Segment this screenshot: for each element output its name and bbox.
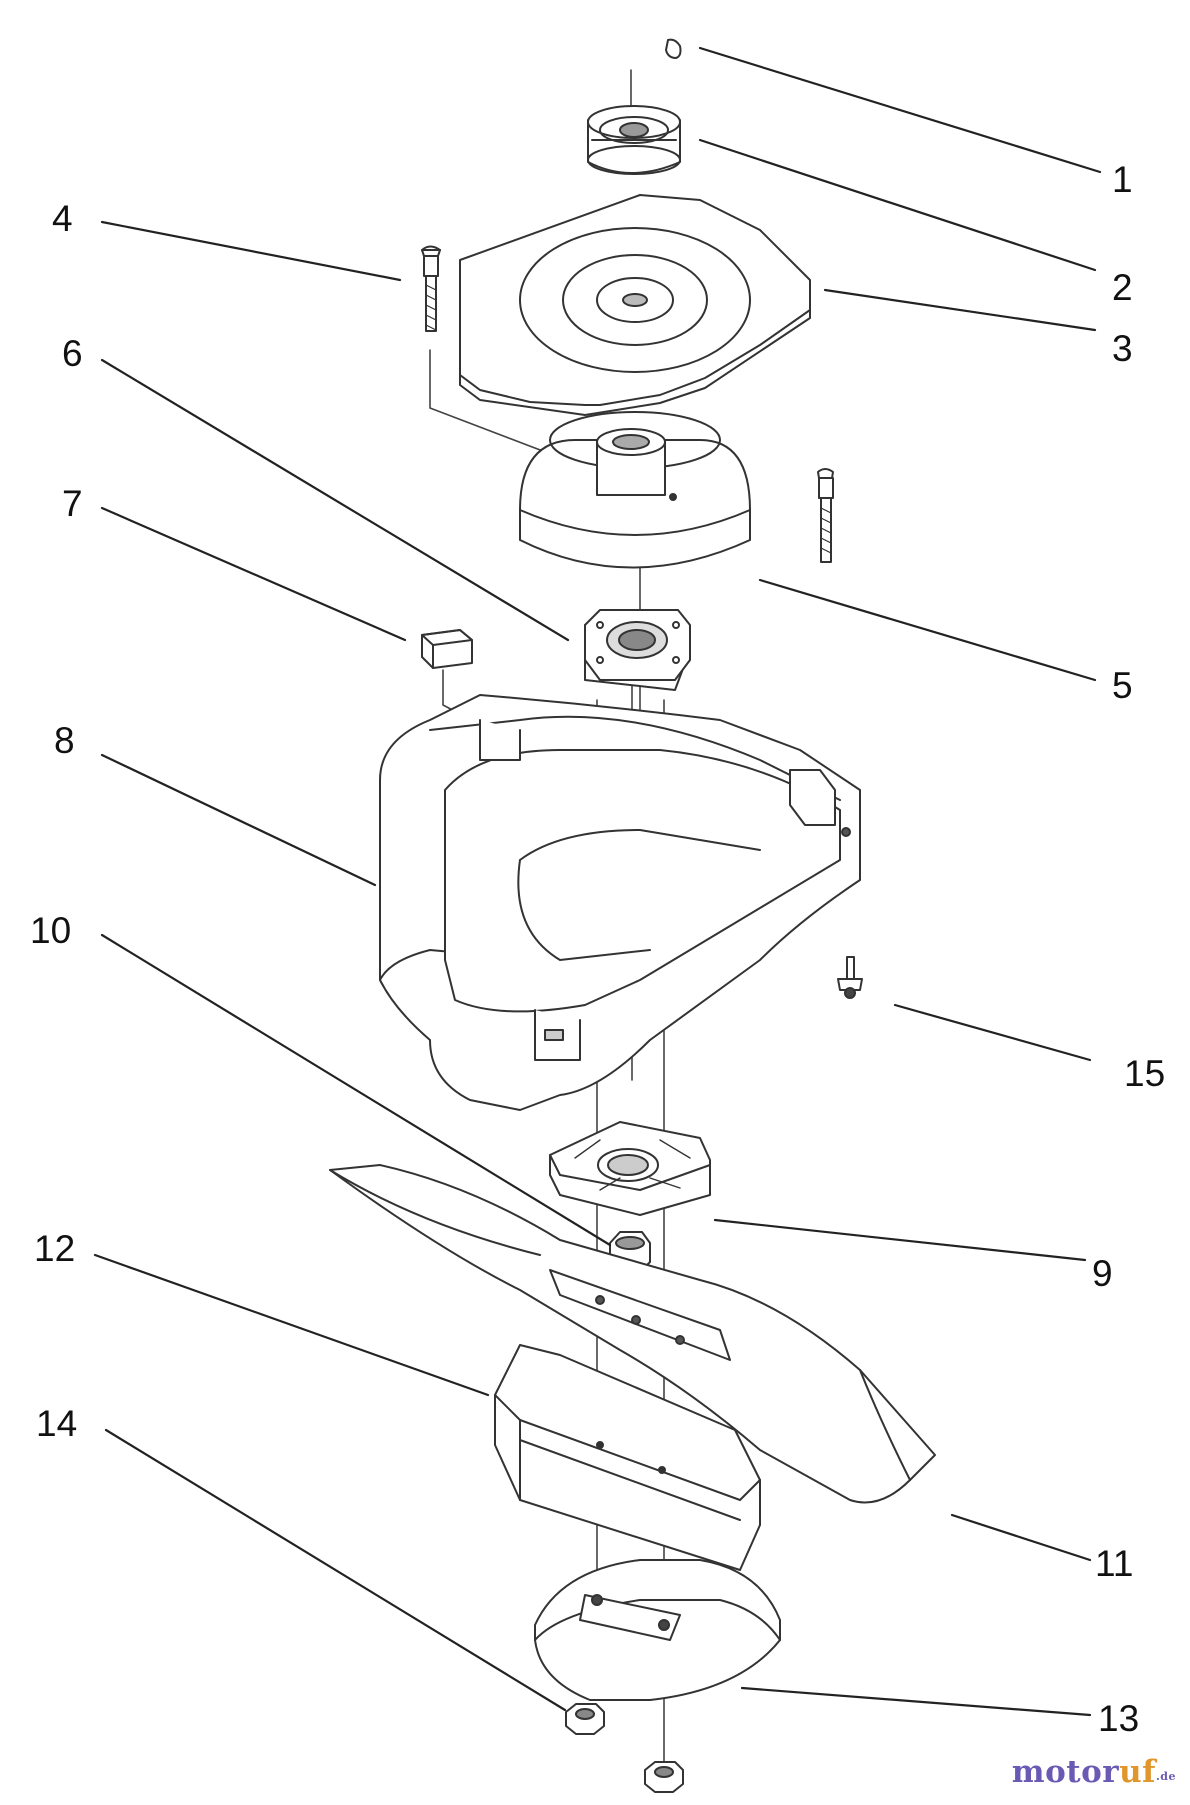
callout-12: 12 (34, 1228, 76, 1269)
part-6-bearing (585, 610, 690, 690)
part-12-baffle (495, 1345, 760, 1570)
callout-5: 5 (1112, 665, 1133, 706)
watermark-part2: uf (1119, 1754, 1156, 1790)
callout-7: 7 (62, 483, 83, 524)
part-15-screw (838, 957, 862, 998)
callout-8: 8 (54, 720, 75, 761)
callout-9: 9 (1092, 1253, 1113, 1294)
part-1-key (666, 40, 681, 58)
callout-1: 1 (1112, 159, 1133, 200)
part-7-pad (422, 630, 472, 668)
callout-10: 10 (30, 910, 72, 951)
part-9-adapter (550, 1122, 710, 1215)
callout-13: 13 (1098, 1698, 1140, 1739)
callout-15: 15 (1124, 1053, 1166, 1094)
part-11-blade (330, 1165, 935, 1503)
part-14-nuts (566, 1704, 683, 1792)
watermark-part1: motor (1011, 1754, 1120, 1790)
callout-11: 11 (1095, 1543, 1134, 1584)
part-4-bolt (422, 247, 440, 332)
watermark-part3: .de (1155, 1770, 1176, 1783)
part-5-housing (520, 412, 833, 568)
part-2-pulley (588, 106, 680, 174)
watermark-logo: motoruf.de (1012, 1754, 1176, 1790)
leader-lines (95, 48, 1100, 1715)
callout-3: 3 (1112, 328, 1133, 369)
callout-4: 4 (52, 198, 73, 239)
callout-6: 6 (62, 333, 83, 374)
part-3-plate (460, 195, 810, 415)
part-8-deck (380, 695, 860, 1110)
callout-2: 2 (1112, 267, 1133, 308)
callout-14: 14 (36, 1403, 78, 1444)
part-13-cup (535, 1560, 780, 1700)
